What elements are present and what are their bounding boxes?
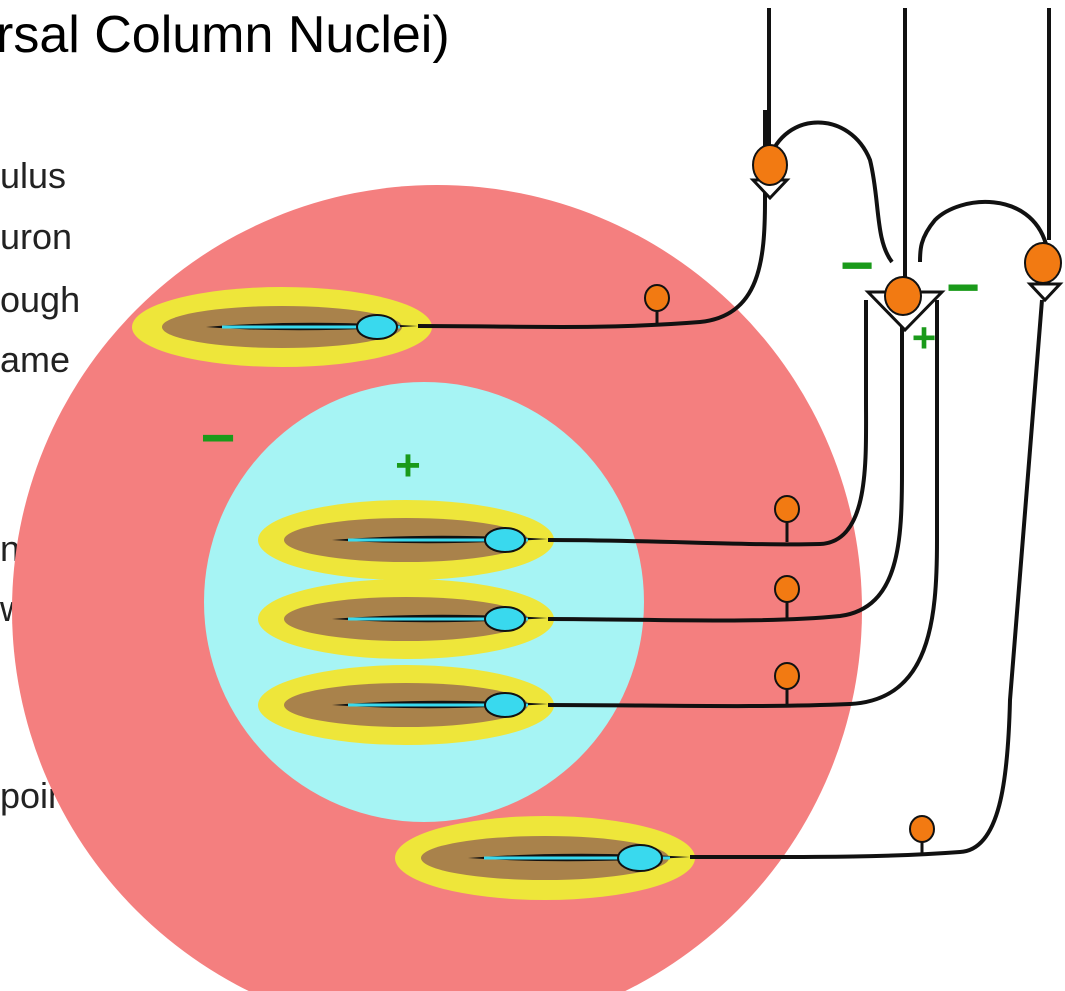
side-text-line-2: uron bbox=[0, 216, 72, 257]
relay-neuron-right bbox=[1025, 243, 1061, 283]
center-plus-sign: + bbox=[395, 441, 421, 490]
side-text-line-3: ough bbox=[0, 279, 80, 320]
terminal-5 bbox=[910, 816, 934, 856]
synapse-minus-right: − bbox=[946, 255, 980, 320]
synapse-triangle-right bbox=[1030, 284, 1060, 300]
side-text-line-4: ame bbox=[0, 339, 70, 380]
synapse-plus: + bbox=[912, 314, 937, 361]
surround-minus-sign: − bbox=[200, 404, 235, 471]
receptor-surround-bottom bbox=[395, 816, 695, 900]
diagram-title: rsal Column Nuclei) bbox=[0, 6, 450, 64]
side-text-line-1: ulus bbox=[0, 155, 66, 196]
synapse-minus-left: − bbox=[840, 233, 874, 298]
relay-neuron-middle bbox=[885, 277, 921, 315]
receptor-surround-top bbox=[132, 287, 432, 367]
relay-neuron-left bbox=[753, 145, 787, 185]
receptor-center-1 bbox=[258, 500, 554, 580]
receptor-center-3 bbox=[258, 665, 554, 745]
receptor-center-2 bbox=[258, 579, 554, 659]
